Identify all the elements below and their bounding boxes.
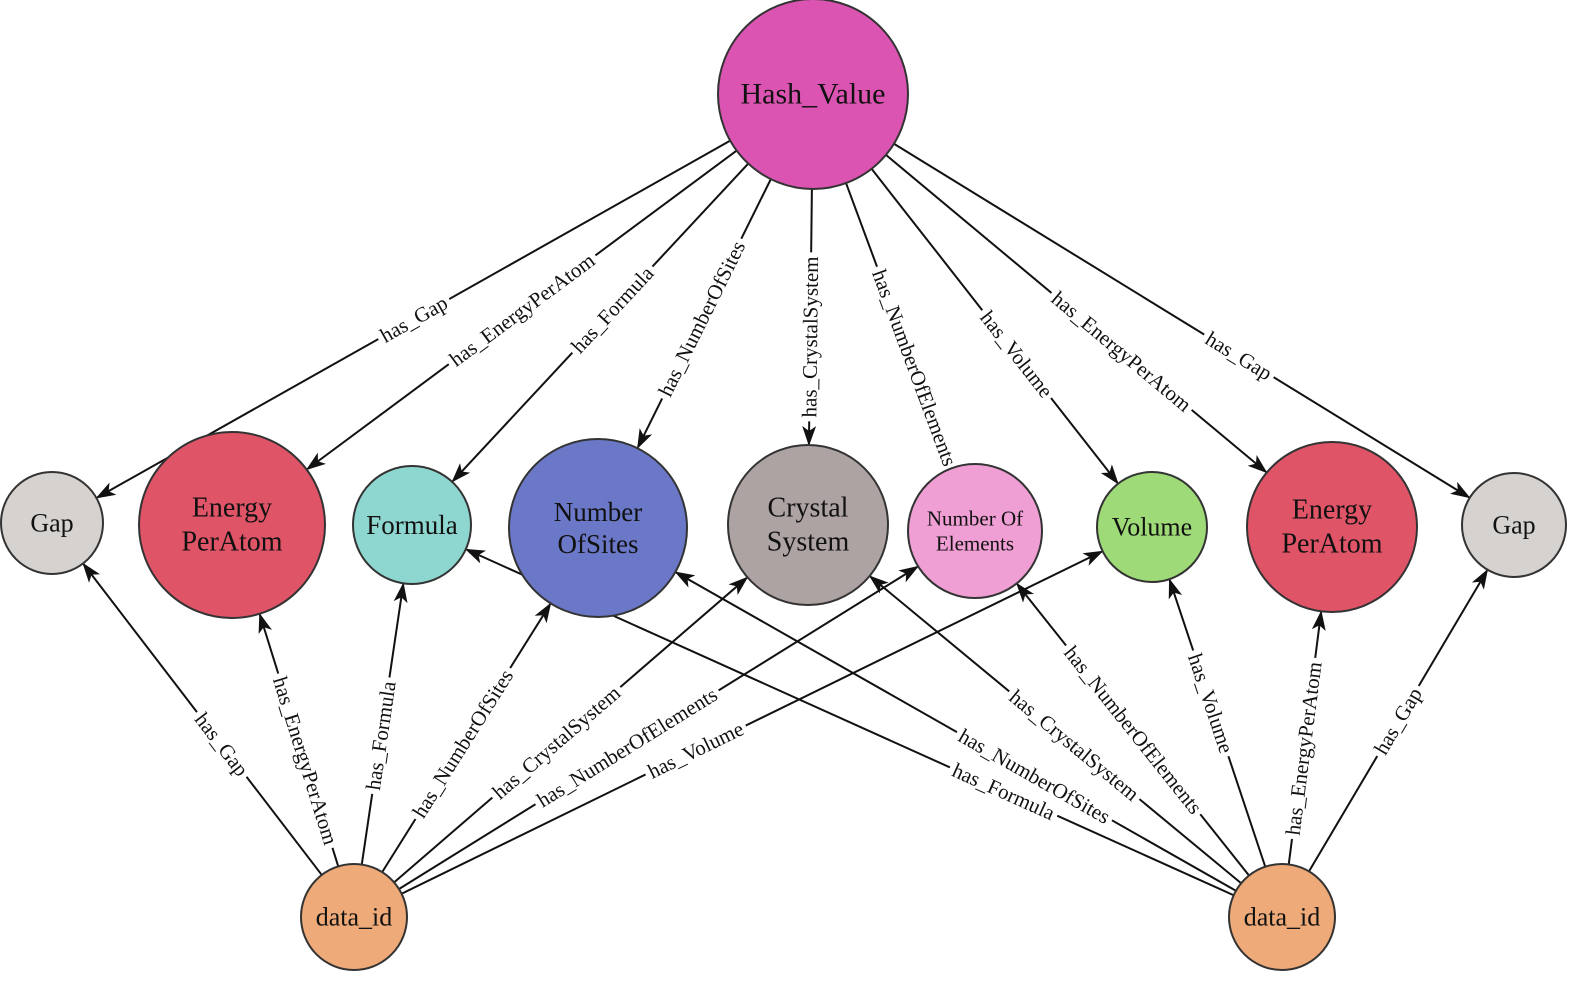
edge-label-background <box>640 714 751 786</box>
node-circle <box>907 463 1043 599</box>
node-data1: data_id <box>300 863 408 971</box>
node-gap1: Gap <box>0 471 104 575</box>
edge-label-background <box>651 233 753 404</box>
node-gap2: Gap <box>1461 472 1567 578</box>
node-label: data_id <box>316 903 393 932</box>
node-formula: Formula <box>352 465 472 585</box>
node-label: Energy <box>192 493 272 524</box>
edge-label: has_CrystalSystem <box>797 256 823 417</box>
node-circle <box>352 465 472 585</box>
edge-label-background <box>529 680 725 815</box>
edge-label-background <box>797 252 824 422</box>
edge-label-background <box>945 756 1063 827</box>
node-label: PerAtom <box>1281 528 1382 559</box>
node-label: System <box>767 526 850 557</box>
node-elements: Number OfElements <box>907 463 1043 599</box>
edge-label-background <box>360 675 402 796</box>
node-label: Hash_Value <box>741 78 886 111</box>
edge-label-background <box>563 258 662 361</box>
node-label: Number Of <box>927 506 1023 530</box>
node-epa1: EnergyPerAtom <box>138 431 326 619</box>
node-label: Energy <box>1292 495 1372 526</box>
edge-label: has_Formula <box>361 679 401 792</box>
edge-label-background <box>1043 283 1200 420</box>
edge-label: has_EnergyPerAtom <box>268 674 343 848</box>
edge-arrow-data1-to-volume <box>401 550 1104 895</box>
node-data2: data_id <box>1228 863 1336 971</box>
node-label: Formula <box>366 510 458 540</box>
edge-label-background <box>1181 646 1240 761</box>
node-circle <box>1461 472 1567 578</box>
node-label: Crystal <box>768 493 849 524</box>
node-label: Gap <box>1492 511 1535 540</box>
edge-label-group: has_NumberOfElements <box>865 262 964 474</box>
edge-arrow-data2-to-sites <box>674 571 1237 892</box>
node-volume: Volume <box>1096 471 1208 583</box>
node-circle <box>727 444 889 606</box>
edge-label: has_Gap <box>376 291 452 348</box>
edge-label-background <box>372 288 456 350</box>
node-label: Volume <box>1112 513 1192 542</box>
node-sites: NumberOfSites <box>508 438 688 618</box>
node-circle <box>508 438 688 618</box>
edge-label-group: has_CrystalSystem <box>797 252 824 422</box>
edge-label-background <box>1280 656 1328 841</box>
edge-label: has_Gap <box>1369 683 1427 758</box>
node-crystal: CrystalSystem <box>727 444 889 606</box>
node-epa2: EnergyPerAtom <box>1246 441 1418 613</box>
node-label: Elements <box>936 532 1014 556</box>
node-label: Number <box>554 497 642 527</box>
edge-label-group: has_EnergyPerAtom <box>266 669 344 852</box>
edge-label-group: has_Formula <box>360 675 402 796</box>
edge-label-group: has_NumberOfSites <box>651 233 753 404</box>
edge-label-group: has_Volume <box>972 302 1061 406</box>
edge-label-background <box>266 669 344 852</box>
edge-label-background <box>972 302 1061 406</box>
edge-label-background <box>1197 324 1280 388</box>
edge-label-background <box>865 262 964 474</box>
node-circle <box>300 863 408 971</box>
node-label: Gap <box>30 509 73 538</box>
edge-label-group: has_Gap <box>1197 324 1280 388</box>
edge-label-group: has_Volume <box>1181 646 1240 761</box>
node-circle <box>1246 441 1418 613</box>
edge-label-background <box>951 721 1118 831</box>
edge-label-group: has_EnergyPerAtom <box>1280 656 1328 841</box>
edge-label-background <box>187 704 257 785</box>
node-label: data_id <box>1244 903 1321 932</box>
edge-label-group: has_Gap <box>372 288 456 350</box>
edge-label: has_NumberOfElements <box>867 266 962 469</box>
edge-label-background <box>484 678 629 807</box>
edge-label: has_NumberOfSites <box>653 237 750 400</box>
edge-label-background <box>1056 638 1210 822</box>
edge-arrow-hash-to-gap2 <box>893 142 1471 499</box>
edge-label-background <box>1001 682 1148 809</box>
edge-label-group: has_Gap <box>1366 679 1430 763</box>
node-circle <box>0 471 104 575</box>
node-circle <box>717 0 909 190</box>
edge-label: has_EnergyPerAtom <box>1281 660 1327 836</box>
node-hash: Hash_Value <box>717 0 909 190</box>
edge-label-background <box>1366 679 1430 763</box>
edge-label: has_EnergyPerAtom <box>1047 286 1196 416</box>
edge-label-background <box>441 245 603 374</box>
node-label: PerAtom <box>181 526 282 557</box>
node-label: OfSites <box>558 529 639 559</box>
edge-label-background <box>405 661 521 826</box>
node-circle <box>138 431 326 619</box>
edge-label: has_Gap <box>190 708 254 781</box>
edge-label: has_Volume <box>975 306 1058 402</box>
edge-label: has_Gap <box>1201 326 1276 385</box>
edge-label: has_Volume <box>1183 650 1238 756</box>
edge-label-group: has_EnergyPerAtom <box>1043 283 1200 420</box>
node-circle <box>1228 863 1336 971</box>
node-circle <box>1096 471 1208 583</box>
edge-label-group: has_Gap <box>187 704 257 785</box>
